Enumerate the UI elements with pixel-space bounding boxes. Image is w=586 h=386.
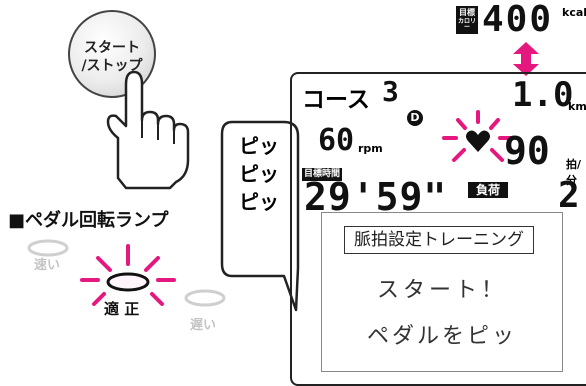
beep-text: ピッ xyxy=(239,162,279,186)
lamp-section-title: ■ペダル回転ランプ xyxy=(8,210,169,231)
fast-lamp-icon xyxy=(27,239,69,257)
start-stop-label-1: スタート xyxy=(84,40,140,56)
pointing-hand-icon xyxy=(106,70,190,190)
load-badge: 負荷 xyxy=(468,182,508,198)
beep-text: ピッ xyxy=(239,190,279,214)
course-label: コース xyxy=(302,87,370,113)
target-time-badge: 目標時間 xyxy=(302,168,342,181)
start-stop-button[interactable]: スタート /ストップ xyxy=(68,10,156,98)
load-value: 2 xyxy=(558,175,580,216)
lamp-proper-label: 適 正 xyxy=(104,300,140,318)
lamp-slow-label: 遅い xyxy=(190,318,217,333)
beep-text: ピッ xyxy=(239,134,279,158)
cadence-value: 60 xyxy=(318,123,355,158)
target-calorie-badge: 目標 カロリー xyxy=(456,6,478,34)
lamp-fast-label: 速い xyxy=(34,258,61,273)
message-line-pedal: ペダルをピッ xyxy=(366,324,517,349)
speech-bubble: ピッ ピッ ピッ xyxy=(222,130,296,214)
calorie-unit: kcal xyxy=(562,6,586,19)
heart-rate-unit: 拍/分 xyxy=(566,158,582,187)
proper-lamp-icon xyxy=(80,244,176,306)
course-d-badge: D xyxy=(407,110,423,126)
heart-blink-icon xyxy=(442,110,514,162)
target-calorie-value: 400 xyxy=(482,0,554,40)
cadence-unit: rpm xyxy=(358,142,383,155)
speech-bubble-shape xyxy=(220,120,300,312)
course-number: 3 xyxy=(382,75,399,108)
pedal-lamp-indicators xyxy=(27,239,226,307)
training-mode-box: 脈拍設定トレーニング xyxy=(344,226,534,254)
start-stop-label-2: /ストップ xyxy=(81,58,143,74)
time-value: 29'59" xyxy=(304,175,448,219)
message-line-start: スタート！ xyxy=(376,278,507,303)
double-arrow-icon xyxy=(513,42,539,76)
distance-value: 1.0 xyxy=(512,75,574,115)
slow-lamp-icon xyxy=(184,289,226,307)
heart-rate-value: 90 xyxy=(504,129,550,173)
distance-unit: km xyxy=(568,100,586,113)
